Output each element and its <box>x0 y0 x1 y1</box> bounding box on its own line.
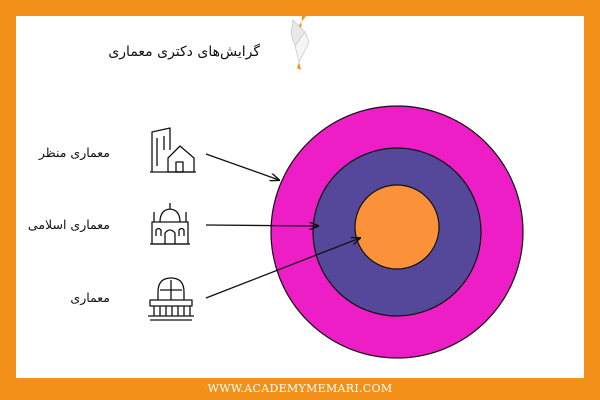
inner-ring <box>354 184 440 270</box>
classic-building-icon <box>148 277 194 321</box>
diagram-title: گرایش‌های دکتری معماری <box>108 44 260 60</box>
mosque-icon <box>150 203 190 245</box>
academy-logo-icon <box>290 4 310 70</box>
building-house-icon <box>150 127 196 173</box>
label-landscape-architecture: معماری منظر <box>38 145 110 160</box>
arrow-middle <box>205 225 318 226</box>
footer-website[interactable]: WWW.ACADEMYMEMARI.COM <box>207 382 393 395</box>
arrow-outer <box>205 153 279 180</box>
arrow-inner <box>205 238 360 299</box>
label-islamic-architecture: معماری اسلامی <box>27 217 110 232</box>
label-architecture: معماری <box>70 290 110 305</box>
